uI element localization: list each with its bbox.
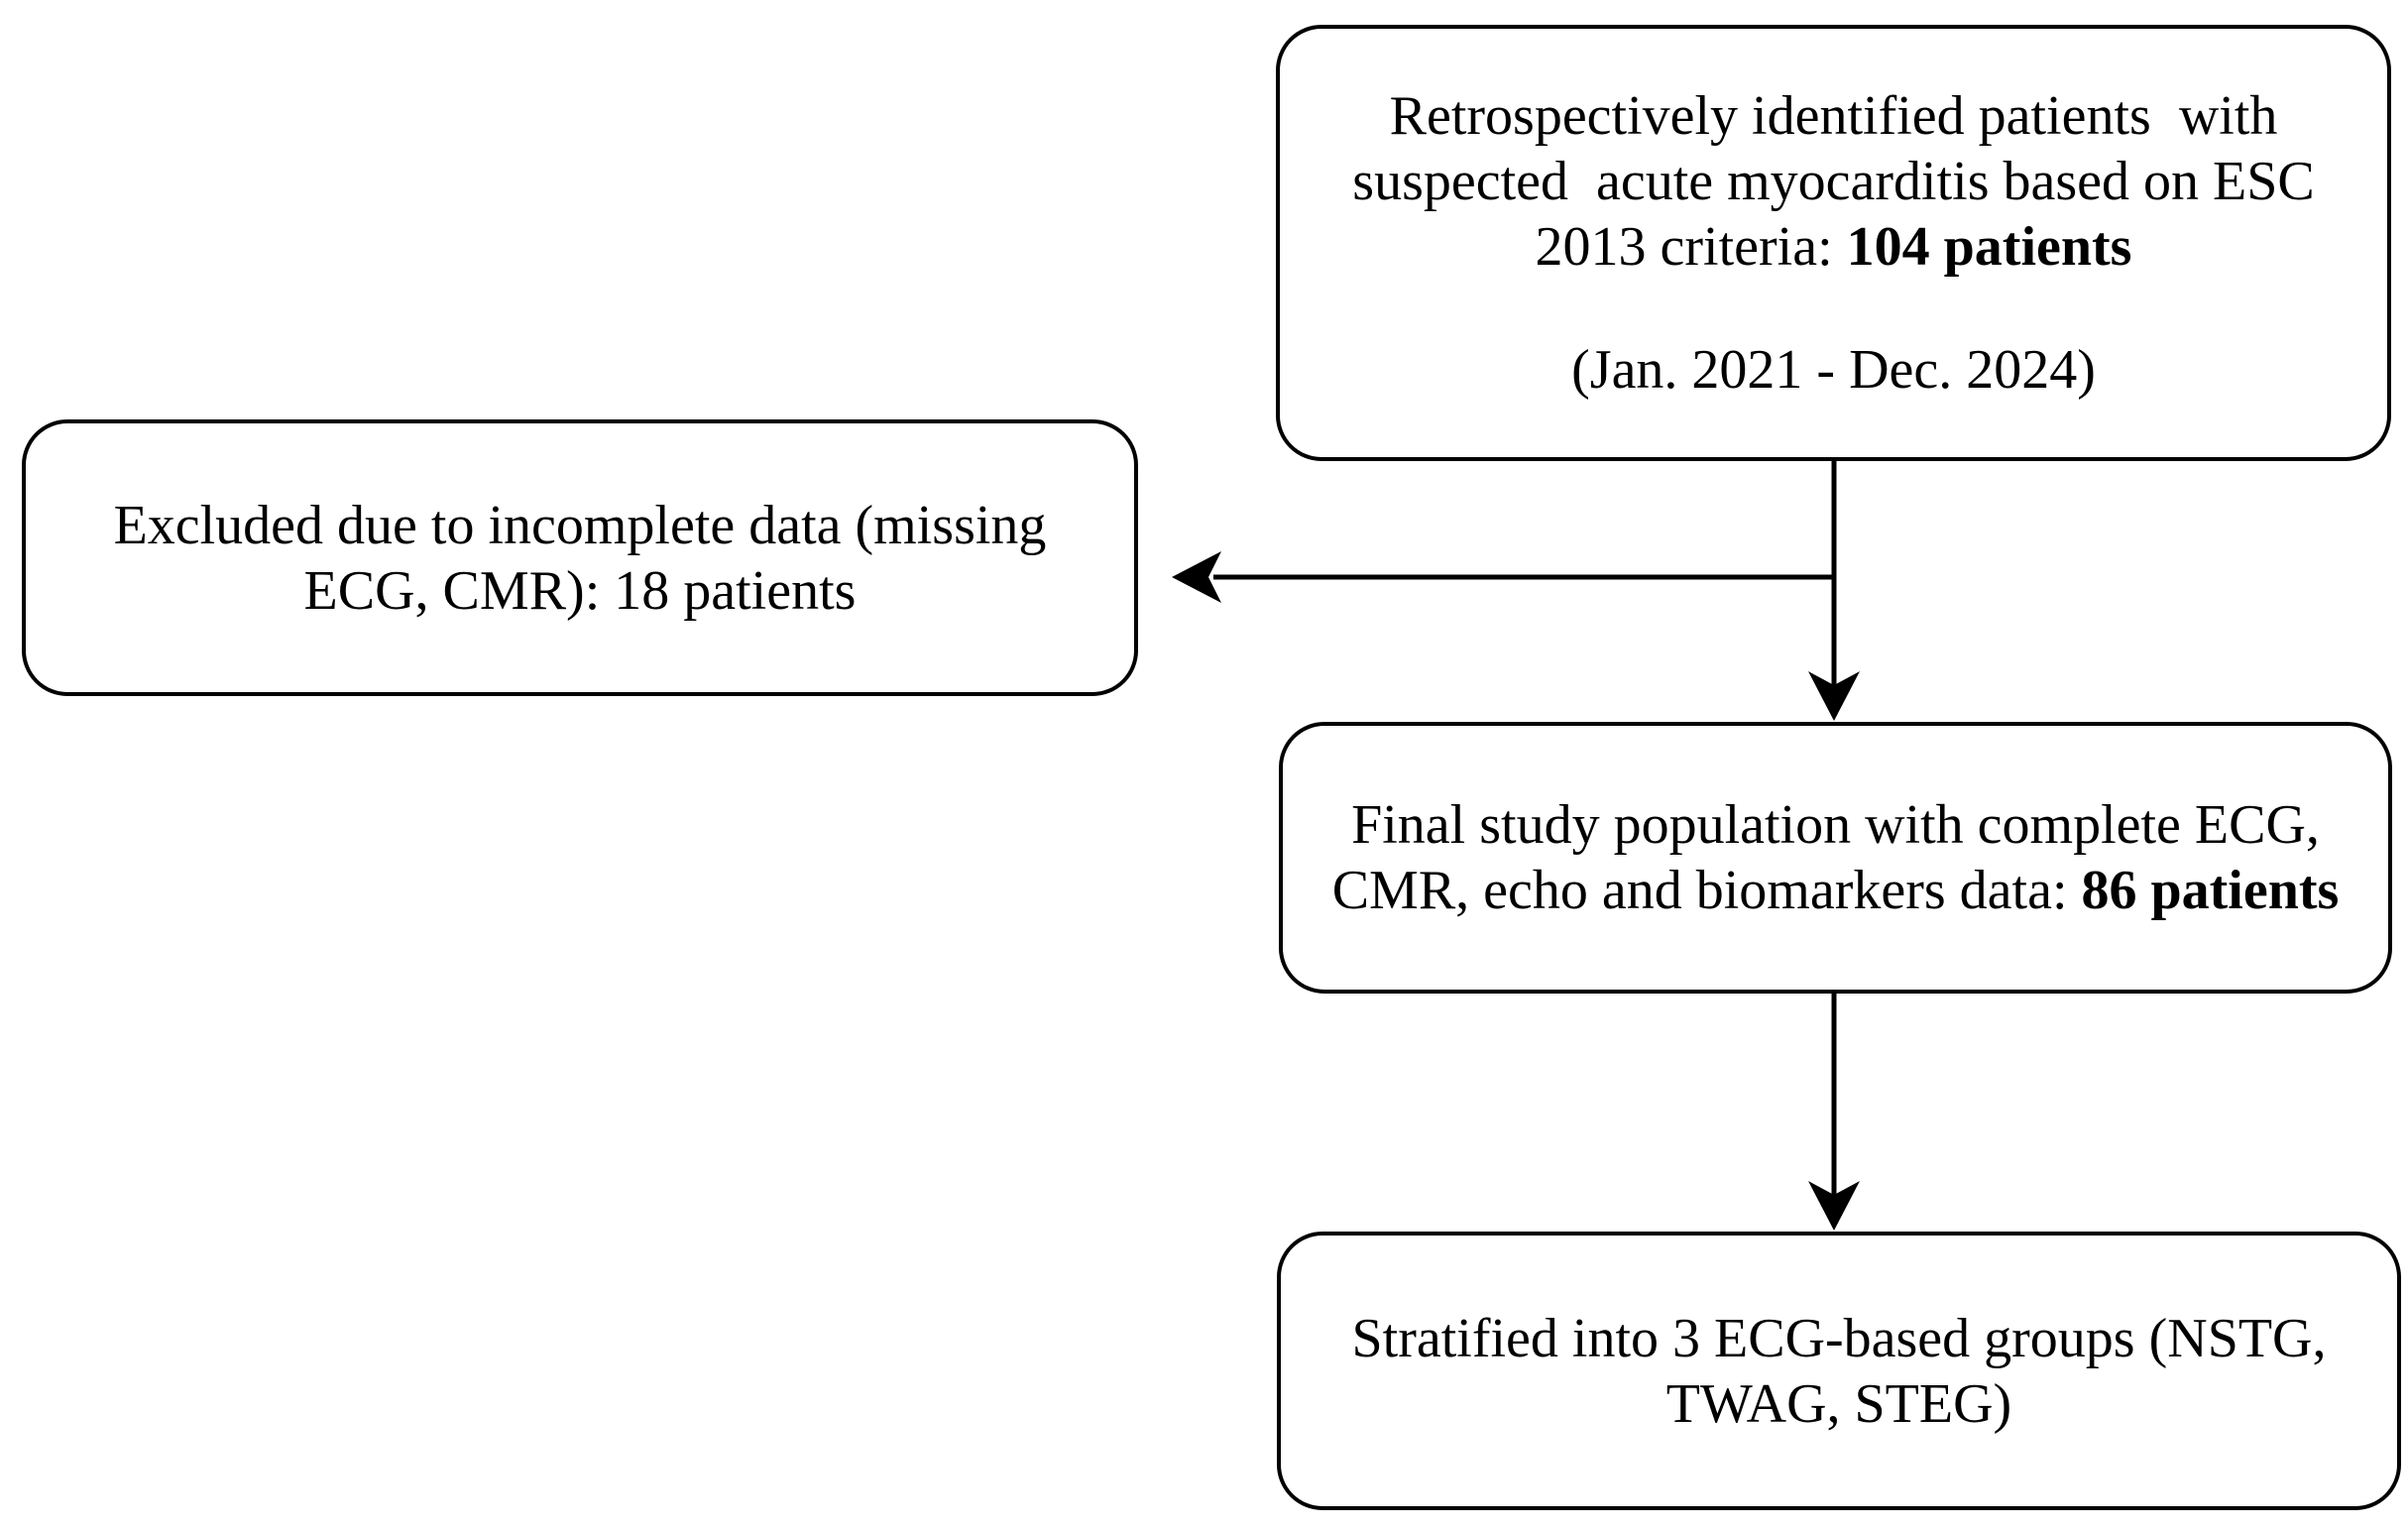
stratified-line-1: Stratified into 3 ECG-based groups (NSTG… (1351, 1307, 2327, 1369)
box-final-population: Final study population with complete ECG… (1279, 722, 2392, 994)
stratified-line-2: TWAG, STEG) (1665, 1372, 2012, 1435)
identified-patient-count: 104 patients (1846, 216, 2132, 278)
final-line-2: CMR, echo and biomarkers data: 86 patien… (1332, 858, 2340, 923)
arrowhead-down-to-final (1808, 671, 1860, 721)
final-line-1: Final study population with complete ECG… (1351, 794, 2320, 856)
arrowhead-left-to-excluded (1172, 551, 1221, 603)
excluded-line-1: Excluded due to incomplete data (missing (113, 494, 1047, 556)
identified-line-3-text: 2013 criteria: (1535, 216, 1847, 278)
final-line-2-text: CMR, echo and biomarkers data: (1331, 860, 2082, 921)
identified-line-2: suspected acute myocarditis based on ESC (1352, 151, 2315, 212)
box-excluded-patients: Excluded due to incomplete data (missing… (22, 419, 1138, 696)
box-identified-patients: Retrospectively identified patients with… (1276, 25, 2391, 461)
identified-line-1: Retrospectively identified patients with (1389, 85, 2278, 147)
identified-line-3: 2013 criteria: 104 patients (1536, 214, 2132, 280)
identified-date-range: (Jan. 2021 - Dec. 2024) (1571, 339, 2096, 401)
arrowhead-down-to-stratified (1808, 1181, 1860, 1231)
excluded-line-2: ECG, CMR): 18 patients (303, 559, 857, 622)
final-patient-count: 86 patients (2081, 860, 2340, 921)
box-stratified-groups: Stratified into 3 ECG-based groups (NSTG… (1277, 1232, 2401, 1510)
